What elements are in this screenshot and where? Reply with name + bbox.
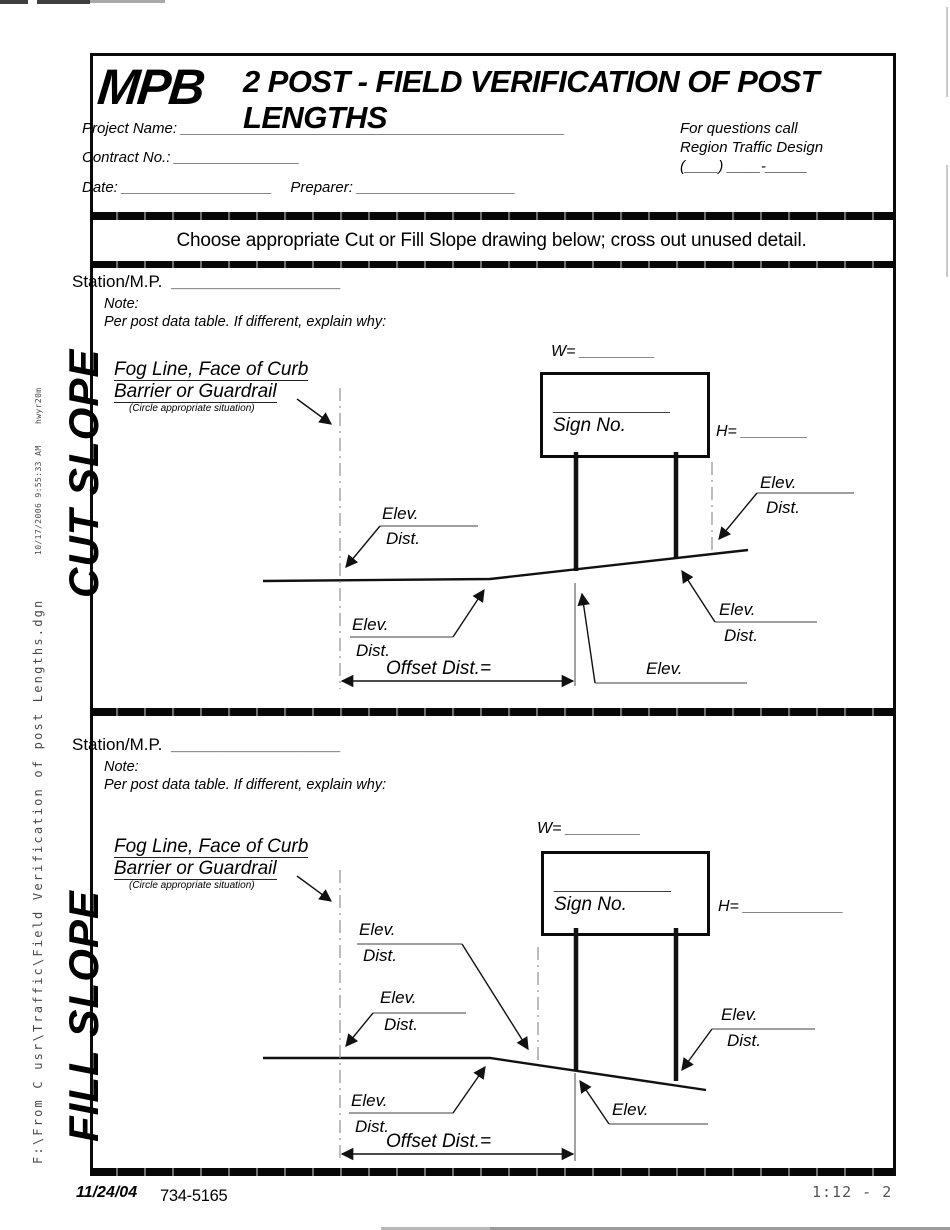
elev-label: Elev. <box>352 615 389 634</box>
sign-number-label: Sign No. <box>554 894 627 915</box>
scan-artifact <box>490 1227 950 1230</box>
fog-line-label: Fog Line, Face of Curb <box>114 836 309 858</box>
elev-label: Elev. <box>380 988 417 1007</box>
sign-number-blank: ______________ <box>553 397 670 414</box>
w-label: W= <box>551 343 576 360</box>
plot-stamp-filepath: F:\From C usr\Traffic\Field Verification… <box>31 598 45 1164</box>
barrier-label: Barrier or Guardrail <box>114 381 277 403</box>
contract-label: Contract No.: <box>82 149 171 166</box>
w-blank: _________ <box>579 343 655 360</box>
cut-height-row: H= ________ <box>716 423 808 441</box>
circle-situation-label: (Circle appropriate situation) <box>129 403 255 414</box>
dist-label: Dist. <box>363 946 397 965</box>
preparer-label: Preparer: <box>290 179 353 196</box>
date-label: Date: <box>82 179 118 196</box>
note-title: Note: <box>104 296 139 312</box>
scan-artifact <box>381 1227 490 1230</box>
contract-blank: _______________ <box>174 149 300 166</box>
offset-dist-label: Offset Dist.= <box>386 658 492 679</box>
fill-station-row: Station/M.P. ___________________ <box>72 735 341 755</box>
h-label: H= <box>716 423 737 440</box>
divider-bar <box>90 1168 893 1176</box>
contract-row: Contract No.: _______________ <box>82 149 300 166</box>
elev-label: Elev. <box>646 659 683 678</box>
dist-label: Dist. <box>766 498 800 517</box>
barrier-label: Barrier or Guardrail <box>114 858 277 880</box>
station-label: Station/M.P. <box>72 272 163 291</box>
station-label: Station/M.P. <box>72 735 163 754</box>
form-border <box>90 53 896 1176</box>
scan-artifact <box>946 165 948 277</box>
divider-bar <box>90 261 893 268</box>
dist-label: Dist. <box>727 1031 761 1050</box>
fill-slope-title: FILL SLOPE <box>60 890 107 1142</box>
elev-label: Elev. <box>612 1100 649 1119</box>
station-blank: ___________________ <box>172 737 342 754</box>
divider-bar <box>90 708 893 716</box>
h-label: H= <box>718 898 739 915</box>
circle-situation-label: (Circle appropriate situation) <box>129 880 255 891</box>
footer-page-number: 1:12 - 2 <box>812 1183 893 1201</box>
date-blank: __________________ <box>122 179 273 196</box>
elev-label: Elev. <box>359 920 396 939</box>
preparer-blank: ___________________ <box>357 179 516 196</box>
w-label: W= <box>537 820 562 837</box>
note-text: Per post data table. If different, expla… <box>104 314 387 330</box>
elev-label: Elev. <box>382 504 419 523</box>
date-preparer-row: Date: __________________ Preparer: _____… <box>82 179 516 196</box>
note-title: Note: <box>104 759 139 775</box>
form-title: 2 POST - FIELD VERIFICATION OF POST LENG… <box>243 64 820 135</box>
contact-line: For questions call <box>680 120 798 137</box>
fog-line-label: Fog Line, Face of Curb <box>114 359 309 381</box>
dist-label: Dist. <box>356 641 390 660</box>
elev-label: Elev. <box>760 473 797 492</box>
scan-artifact <box>90 0 165 3</box>
scan-artifact <box>0 0 28 4</box>
footer-revision-date: 11/24/04 <box>76 1184 138 1201</box>
instruction-banner: Choose appropriate Cut or Fill Slope dra… <box>176 230 807 251</box>
project-name-label: Project Name: <box>82 120 178 137</box>
elev-label: Elev. <box>721 1005 758 1024</box>
dist-label: Dist. <box>355 1117 389 1136</box>
h-blank: ____________ <box>743 898 844 915</box>
station-blank: ___________________ <box>172 274 342 291</box>
divider-bar <box>90 212 893 220</box>
dist-label: Dist. <box>384 1015 418 1034</box>
plot-stamp-username: hwyr20m <box>34 387 43 424</box>
cut-sign-panel: ______________ Sign No. <box>540 372 710 458</box>
cut-station-row: Station/M.P. ___________________ <box>72 272 341 292</box>
sign-number-label: Sign No. <box>553 415 626 436</box>
fill-height-row: H= ____________ <box>718 898 843 916</box>
dist-label: Dist. <box>724 626 758 645</box>
sign-number-blank: ______________ <box>554 876 671 893</box>
project-name-row: Project Name: __________________________… <box>82 120 565 137</box>
elev-label: Elev. <box>351 1091 388 1110</box>
project-name-blank: ________________________________________… <box>181 120 565 137</box>
note-text: Per post data table. If different, expla… <box>104 777 387 793</box>
cut-slope-title: CUT SLOPE <box>60 348 107 598</box>
dist-label: Dist. <box>386 529 420 548</box>
fill-sign-panel: ______________ Sign No. <box>541 851 710 936</box>
elev-label: Elev. <box>719 600 756 619</box>
mpb-logo: MPB <box>95 59 207 115</box>
scan-artifact <box>37 0 90 4</box>
contact-phone-blank: (____) ____-_____ <box>680 158 808 175</box>
w-blank: _________ <box>565 820 641 837</box>
contact-info: For questions call Region Traffic Design… <box>680 119 823 176</box>
offset-dist-label: Offset Dist.= <box>386 1131 492 1152</box>
footer-form-number: 734-5165 <box>160 1187 228 1205</box>
h-blank: ________ <box>741 423 809 440</box>
fill-width-row: W= _________ <box>537 820 641 838</box>
plot-stamp-timestamp: 10/17/2006 9:55:33 AM <box>34 445 43 555</box>
scan-artifact <box>946 7 948 97</box>
contact-line: Region Traffic Design <box>680 139 824 156</box>
cut-width-row: W= _________ <box>551 343 655 361</box>
